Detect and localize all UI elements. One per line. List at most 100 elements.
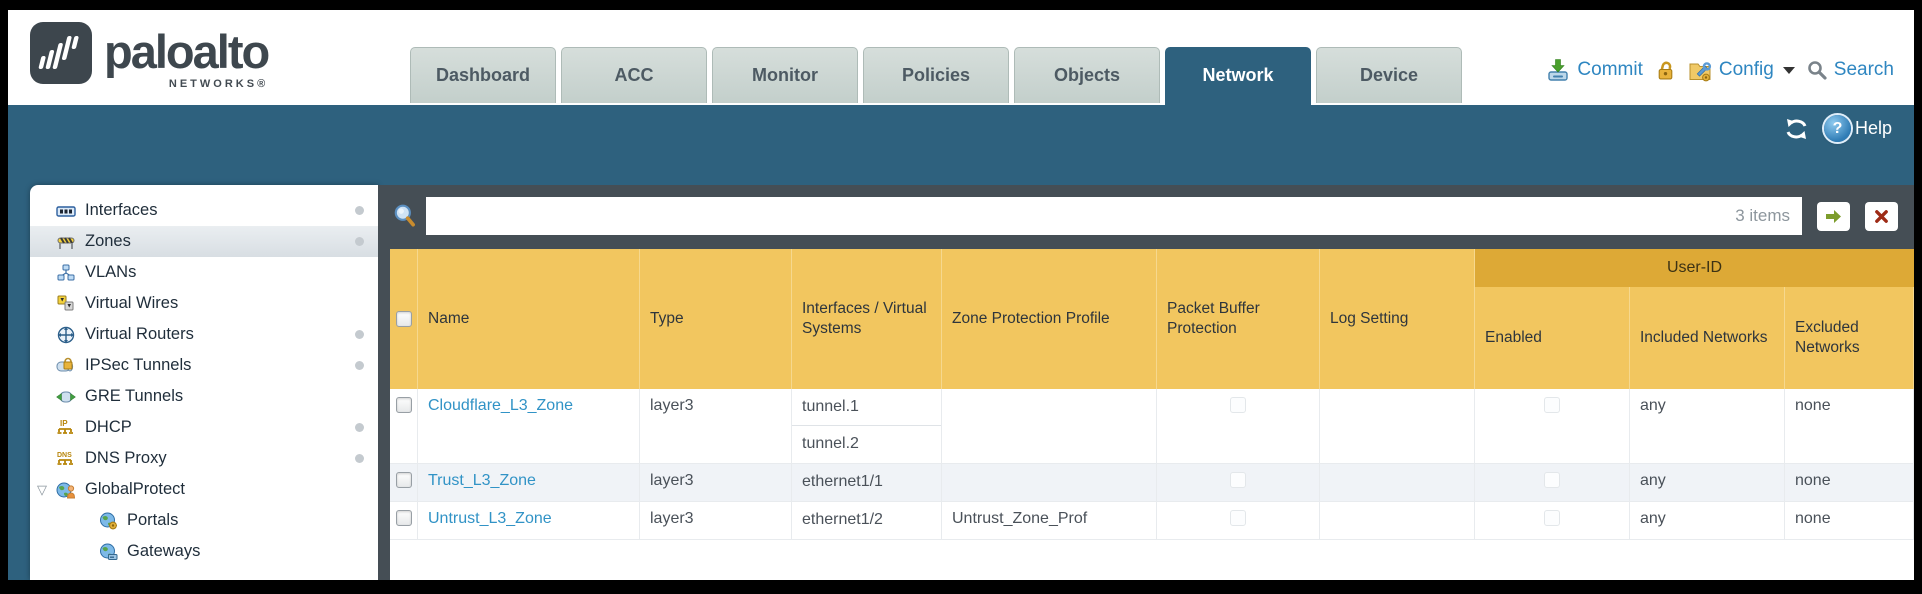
header-actions: Commit Config bbox=[1546, 58, 1894, 82]
sidebar-item-globalprotect[interactable]: ▽ GlobalProtect bbox=[37, 480, 185, 498]
app-header: paloalto NETWORKS® Dashboard ACC Monitor… bbox=[8, 10, 1914, 105]
app-window: paloalto NETWORKS® Dashboard ACC Monitor… bbox=[8, 10, 1914, 580]
excluded-networks-cell: none bbox=[1785, 464, 1914, 501]
sidebar-item-virtual-routers[interactable]: Virtual Routers bbox=[30, 319, 378, 350]
commit-button[interactable]: Commit bbox=[1546, 58, 1643, 82]
excluded-networks-cell: none bbox=[1785, 502, 1914, 539]
column-header-enabled[interactable]: Enabled bbox=[1475, 287, 1630, 389]
item-count: 3 items bbox=[1735, 206, 1790, 225]
sidebar-item-virtual-wires[interactable]: Virtual Wires bbox=[30, 288, 378, 319]
config-dropdown[interactable]: Config bbox=[1688, 59, 1795, 82]
filter-search-icon bbox=[394, 204, 415, 227]
column-header-type[interactable]: Type bbox=[640, 249, 792, 389]
search-button[interactable]: Search bbox=[1807, 59, 1894, 81]
gre-tunnels-icon bbox=[55, 387, 77, 407]
help-icon: ? bbox=[1823, 115, 1851, 142]
type-cell: layer3 bbox=[640, 389, 792, 463]
red-x-icon bbox=[1875, 209, 1888, 223]
row-checkbox[interactable] bbox=[395, 472, 412, 488]
interface-value: ethernet1/1 bbox=[802, 473, 883, 490]
included-networks-cell: any bbox=[1630, 389, 1785, 463]
user-id-enabled-checkbox bbox=[1544, 472, 1560, 488]
virtual-routers-icon bbox=[55, 325, 77, 345]
included-networks-cell: any bbox=[1630, 464, 1785, 501]
sidebar-item-interfaces[interactable]: Interfaces bbox=[30, 195, 378, 226]
vlans-icon bbox=[55, 263, 77, 283]
expander-triangle-icon[interactable]: ▽ bbox=[37, 482, 47, 497]
tab-acc[interactable]: ACC bbox=[561, 47, 707, 103]
clear-filter-button[interactable] bbox=[1865, 201, 1898, 231]
sidebar-item-zones[interactable]: Zones bbox=[30, 226, 378, 257]
row-checkbox[interactable] bbox=[395, 510, 412, 526]
lock-icon[interactable] bbox=[1655, 59, 1676, 81]
sidebar-item-portals[interactable]: Portals bbox=[30, 505, 378, 536]
interface-value: ethernet1/2 bbox=[802, 511, 883, 528]
interfaces-cell: ethernet1/2 bbox=[792, 502, 942, 539]
status-dot bbox=[355, 423, 364, 432]
tab-dashboard[interactable]: Dashboard bbox=[410, 47, 556, 103]
apply-filter-button[interactable] bbox=[1817, 201, 1850, 231]
table-row: Trust_L3_Zone layer3 ethernet1/1 any non… bbox=[390, 464, 1914, 502]
interfaces-cell: tunnel.1 tunnel.2 bbox=[792, 389, 942, 463]
column-header-name[interactable]: Name bbox=[418, 249, 640, 389]
included-networks-cell: any bbox=[1630, 502, 1785, 539]
paloalto-logo: paloalto NETWORKS® bbox=[30, 22, 270, 90]
column-header-interfaces[interactable]: Interfaces / Virtual Systems bbox=[792, 249, 942, 389]
tab-objects[interactable]: Objects bbox=[1014, 47, 1160, 103]
column-header-zone-protection-profile[interactable]: Zone Protection Profile bbox=[942, 249, 1157, 389]
packet-buffer-protection-checkbox bbox=[1230, 510, 1246, 526]
column-header-included-networks[interactable]: Included Networks bbox=[1630, 287, 1785, 389]
dhcp-icon: IP bbox=[55, 418, 77, 438]
sidebar-item-vlans[interactable]: VLANs bbox=[30, 257, 378, 288]
status-dot bbox=[355, 330, 364, 339]
sidebar-item-gre-tunnels[interactable]: GRE Tunnels bbox=[30, 381, 378, 412]
zones-table: Name Type Interfaces / Virtual Systems Z… bbox=[390, 249, 1914, 580]
filter-input-wrap: 3 items bbox=[426, 197, 1802, 235]
refresh-icon[interactable] bbox=[1783, 117, 1810, 141]
type-cell: layer3 bbox=[640, 464, 792, 501]
search-icon bbox=[1807, 61, 1827, 80]
virtual-wires-icon bbox=[55, 294, 77, 314]
filter-bar: 3 items bbox=[390, 185, 1914, 247]
app-body: ? Help Interfaces Zones bbox=[8, 105, 1914, 580]
commit-icon bbox=[1548, 59, 1569, 81]
zones-icon bbox=[55, 232, 77, 252]
brand-sub-wordmark: NETWORKS® bbox=[168, 78, 269, 90]
main-panel: 3 items Name bbox=[378, 185, 1914, 580]
interface-value: tunnel.2 bbox=[802, 435, 859, 452]
interface-value: tunnel.1 bbox=[792, 389, 941, 426]
status-dot bbox=[355, 237, 364, 246]
sidebar-item-gateways[interactable]: Gateways bbox=[30, 536, 378, 567]
config-icon bbox=[1689, 61, 1711, 81]
tab-monitor[interactable]: Monitor bbox=[712, 47, 858, 103]
zone-protection-profile-cell bbox=[942, 389, 1157, 463]
sidebar-item-ipsec-tunnels[interactable]: IPSec Tunnels bbox=[30, 350, 378, 381]
row-checkbox[interactable] bbox=[395, 397, 412, 413]
column-header-excluded-networks[interactable]: Excluded Networks bbox=[1785, 287, 1914, 389]
main-tabs: Dashboard ACC Monitor Policies Objects N… bbox=[410, 47, 1462, 105]
zone-name-link[interactable]: Untrust_L3_Zone bbox=[428, 510, 552, 527]
zone-protection-profile-cell: Untrust_Zone_Prof bbox=[942, 502, 1157, 539]
interfaces-cell: ethernet1/1 bbox=[792, 464, 942, 501]
green-arrow-icon bbox=[1826, 209, 1841, 223]
portals-icon bbox=[97, 511, 119, 531]
help-button[interactable]: ? Help bbox=[1823, 115, 1892, 142]
column-header-log-setting[interactable]: Log Setting bbox=[1320, 249, 1475, 389]
paloalto-logo-icon bbox=[30, 22, 92, 84]
sidebar-item-dhcp[interactable]: IP DHCP bbox=[30, 412, 378, 443]
sidebar-item-dns-proxy[interactable]: DNS DNS Proxy bbox=[30, 443, 378, 474]
filter-input[interactable] bbox=[438, 207, 1736, 225]
chevron-down-icon bbox=[1782, 66, 1795, 74]
tab-policies[interactable]: Policies bbox=[863, 47, 1009, 103]
status-dot bbox=[355, 454, 364, 463]
log-setting-cell bbox=[1320, 389, 1475, 463]
zone-name-link[interactable]: Trust_L3_Zone bbox=[428, 472, 536, 489]
column-header-packet-buffer-protection[interactable]: Packet Buffer Protection bbox=[1157, 249, 1320, 389]
zone-name-link[interactable]: Cloudflare_L3_Zone bbox=[428, 397, 573, 414]
packet-buffer-protection-checkbox bbox=[1230, 472, 1246, 488]
tab-device[interactable]: Device bbox=[1316, 47, 1462, 103]
select-all-checkbox[interactable] bbox=[395, 311, 412, 327]
table-header: Name Type Interfaces / Virtual Systems Z… bbox=[390, 249, 1914, 389]
tab-network[interactable]: Network bbox=[1165, 47, 1311, 105]
